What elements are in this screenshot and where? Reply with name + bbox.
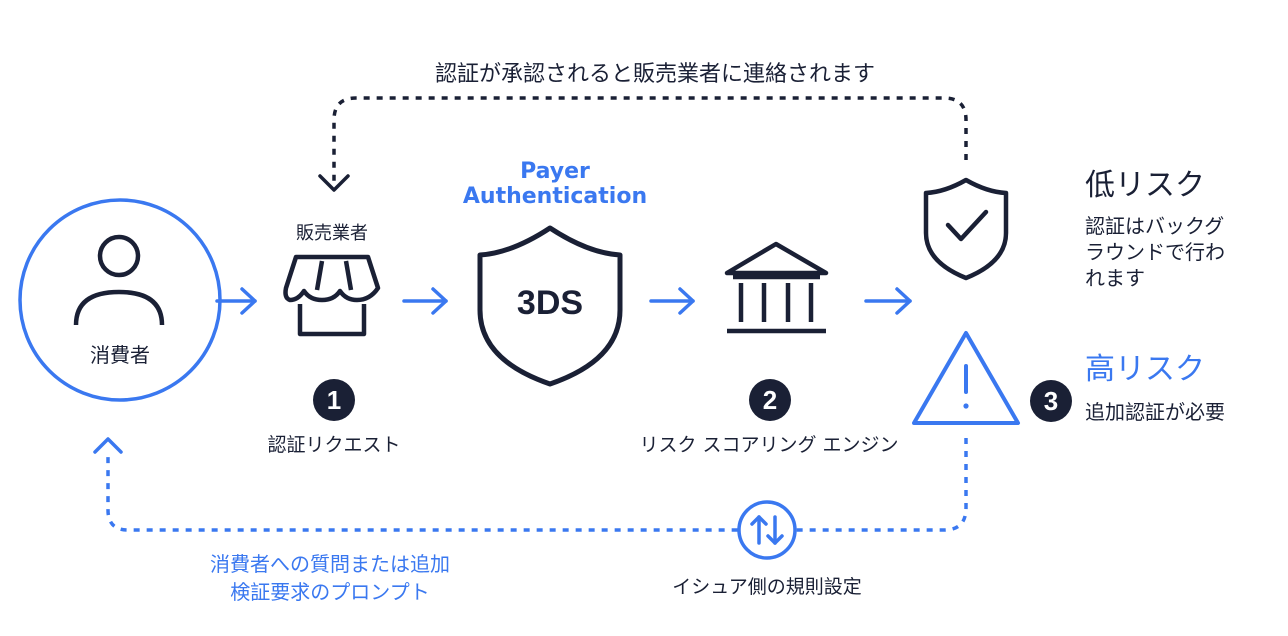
prompt-loop-label-line1: 消費者への質問または追加 xyxy=(210,552,450,576)
issuer-rules-label: イシュア側の規則設定 xyxy=(672,576,862,598)
approval-loop-label: 認証が承認されると販売業者に連絡されます xyxy=(434,62,875,87)
approval-loop-line xyxy=(332,96,968,183)
consumer-label: 消費者 xyxy=(90,343,150,367)
step-2-badge: 2 xyxy=(749,379,791,421)
warning-exclamation-dot xyxy=(963,403,969,409)
prompt-loop-label-line2: 検証要求のプロンプト xyxy=(230,580,430,604)
payer-auth-label-line1: Payer xyxy=(520,159,590,184)
merchant-label: 販売業者 xyxy=(296,223,368,244)
3ds-shield-icon xyxy=(477,225,623,387)
arrow-3ds-to-engine xyxy=(649,287,695,315)
issuer-rules-circle xyxy=(737,500,797,560)
approval-loop-arrowhead xyxy=(318,174,350,192)
low-risk-desc-line1: 認証はバックグ xyxy=(1085,214,1225,238)
step-2-label: リスク スコアリング エンジン xyxy=(639,434,899,456)
step-3-badge: 3 xyxy=(1030,380,1072,422)
prompt-loop-line xyxy=(106,438,968,532)
step-1-badge: 1 xyxy=(313,379,355,421)
step-3-label: 追加認証が必要 xyxy=(1085,400,1225,424)
person-icon xyxy=(73,234,165,326)
bank-icon xyxy=(724,241,829,334)
storefront-icon xyxy=(283,254,381,337)
consumer-circle xyxy=(18,198,222,402)
step-1-label: 認証リクエスト xyxy=(267,434,401,456)
low-risk-title: 低リスク xyxy=(1085,168,1205,203)
up-down-arrows-icon xyxy=(750,515,784,545)
low-risk-desc-line2: ラウンドで行わ xyxy=(1085,240,1225,264)
arrow-consumer-to-merchant xyxy=(215,287,257,315)
low-risk-desc-line3: れます xyxy=(1085,266,1145,290)
arrow-engine-to-outcome xyxy=(864,287,912,315)
warning-triangle-icon xyxy=(912,331,1020,425)
high-risk-title: 高リスク xyxy=(1085,352,1205,387)
3ds-label: 3DS xyxy=(516,284,584,322)
prompt-loop-arrowhead xyxy=(93,437,123,454)
shield-check-icon xyxy=(923,177,1009,281)
payer-auth-label-line2: Authentication xyxy=(462,184,648,209)
arrow-merchant-to-3ds xyxy=(402,287,448,315)
